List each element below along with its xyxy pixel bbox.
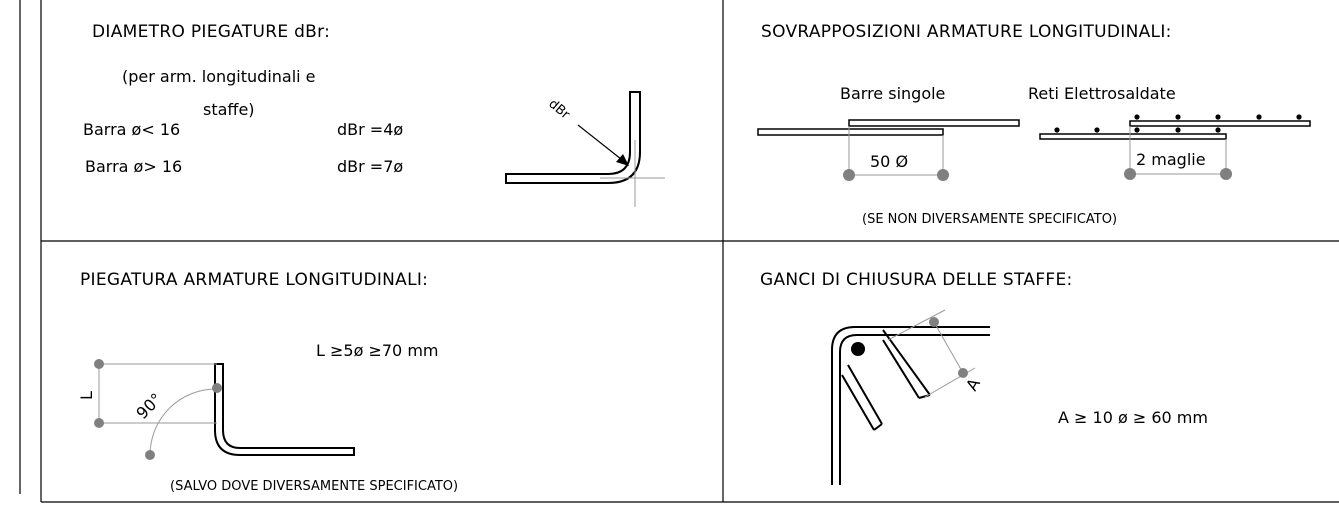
- dimension-node: [929, 317, 939, 327]
- dimension-node: [937, 169, 949, 181]
- overlap-note: (SE NON DIVERSAMENTE SPECIFICATO): [862, 212, 1117, 227]
- panel-bend-diameter: DIAMETRO PIEGATURE dBr: (per arm. longit…: [83, 22, 665, 207]
- panel-longitudinal-bending: PIEGATURA ARMATURE LONGITUDINALI: L ≥5ø …: [77, 270, 458, 494]
- row-1-value: dBr =4ø: [337, 120, 403, 139]
- single-bars-overlap: [757, 119, 1020, 136]
- cross-wire-dot: [1215, 114, 1221, 120]
- subtitle-line-2: staffe): [203, 100, 255, 119]
- mesh-overlap: [1039, 120, 1311, 140]
- longitudinal-bar-section: [851, 342, 865, 356]
- cross-wire-dot: [1296, 114, 1302, 120]
- upper-bar: [848, 119, 1020, 127]
- stirrup-outer-edge: [831, 326, 990, 485]
- dimension-node: [843, 169, 855, 181]
- dimension-node: [94, 359, 104, 369]
- panel-title: GANCI DI CHIUSURA DELLE STAFFE:: [760, 270, 1073, 290]
- dimension-node: [145, 450, 155, 460]
- dbr-label: dBr: [545, 97, 572, 123]
- cross-wire-dot: [1134, 114, 1140, 120]
- panel-overlaps: SOVRAPPOSIZIONI ARMATURE LONGITUDINALI: …: [757, 22, 1311, 227]
- lower-hook-leg: [841, 364, 883, 431]
- upper-hook-leg: [882, 329, 931, 399]
- dimension-extension-top: [887, 309, 946, 341]
- bending-note: (SALVO DOVE DIVERSAMENTE SPECIFICATO): [170, 479, 458, 494]
- panel-title: SOVRAPPOSIZIONI ARMATURE LONGITUDINALI:: [761, 22, 1172, 42]
- length-label: L: [77, 391, 96, 400]
- lower-bar: [757, 128, 944, 136]
- dimension-node: [212, 383, 222, 393]
- dimension-node: [958, 368, 968, 378]
- angle-arc: [149, 388, 217, 456]
- mesh-upper-wire: [1129, 120, 1311, 127]
- cross-wire-dot: [1094, 127, 1100, 133]
- panel-title: DIAMETRO PIEGATURE dBr:: [92, 22, 330, 42]
- dimension-node: [1220, 168, 1232, 180]
- bent-bar-diagram: dBr: [505, 91, 665, 207]
- cross-wire-dot: [1134, 127, 1140, 133]
- single-bars-dimension-label: 50 Ø: [870, 152, 908, 171]
- bend-dimensions: [98, 363, 217, 456]
- hook-rule: A ≥ 10 ø ≥ 60 mm: [1058, 408, 1208, 427]
- mesh-cross-wires: [1054, 114, 1302, 133]
- cross-wire-dot: [1175, 114, 1181, 120]
- dimension-line: [933, 321, 964, 374]
- row-2-label: Barra ø> 16: [85, 157, 182, 176]
- leader-arrowhead: [616, 154, 629, 166]
- cross-wire-dot: [1256, 114, 1262, 120]
- dimension-node: [1124, 168, 1136, 180]
- leader-line: [577, 124, 627, 164]
- row-1-label: Barra ø< 16: [83, 120, 180, 139]
- dimension-a-label: A: [962, 375, 984, 394]
- single-bars-label: Barre singole: [840, 84, 945, 103]
- bent-bar-shape: [214, 363, 355, 456]
- cross-wire-dot: [1175, 127, 1181, 133]
- bent-bar-shape: [505, 91, 641, 184]
- panel-title: PIEGATURA ARMATURE LONGITUDINALI:: [80, 270, 428, 290]
- mesh-dimension: 2 maglie: [1124, 126, 1232, 180]
- stirrup-inner-edge: [839, 334, 990, 485]
- row-2-value: dBr =7ø: [337, 157, 403, 176]
- cross-wire-dot: [1215, 127, 1221, 133]
- bent-longitudinal-bar: [214, 363, 355, 456]
- mesh-dimension-label: 2 maglie: [1136, 150, 1206, 169]
- cross-wire-dot: [1054, 127, 1060, 133]
- sheet-frame: [19, 0, 1339, 503]
- stirrup-hook-drawing: [831, 326, 990, 485]
- mesh-lower-wire: [1039, 133, 1227, 140]
- subtitle-line-1: (per arm. longitudinali e: [122, 67, 316, 86]
- mesh-label: Reti Elettrosaldate: [1028, 84, 1176, 103]
- bending-rule: L ≥5ø ≥70 mm: [316, 341, 438, 360]
- single-bars-dimension: 50 Ø: [843, 126, 949, 181]
- dimension-node: [94, 418, 104, 428]
- panel-stirrup-hooks: GANCI DI CHIUSURA DELLE STAFFE: A A ≥ 10…: [760, 270, 1208, 485]
